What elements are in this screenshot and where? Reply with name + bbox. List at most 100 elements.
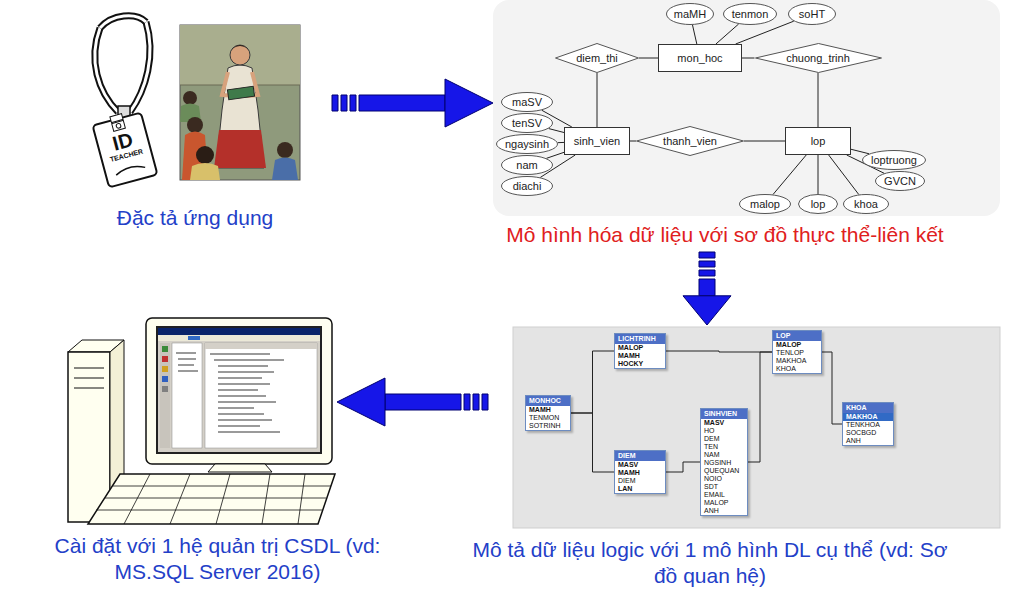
attribute-ellipse: ngaysinh [496, 134, 558, 154]
table-name: KHOA [843, 403, 893, 413]
er-link [829, 155, 859, 195]
er-background [493, 0, 1000, 216]
relation-table: LOPMALOPTENLOPMAKHOAKHOA [772, 330, 822, 374]
id-badge [92, 109, 158, 188]
relation-table: SINHVIENMASVHODEMTENNAMNGSINHQUEQUANNOIO… [700, 408, 748, 516]
relation-table: KHOAMAKHOATENKHOASOCBGDANH [842, 402, 894, 446]
attribute-name: malop [750, 198, 780, 211]
column-name: ANH [701, 507, 747, 515]
er-link [742, 58, 755, 59]
column-name: SDT [701, 483, 747, 491]
lanyard [95, 16, 150, 120]
er-link [773, 155, 806, 194]
stage-panel: Cài đặt với 1 hệ quản trị CSDL (vd: MS.S… [60, 318, 335, 525]
relation-table: LICHTRINHMALOPMAMHHOCKY [614, 333, 666, 369]
column-name: SOCBGD [843, 429, 893, 437]
stage-caption: Mô tả dữ liệu logic với 1 mô hình DL cụ … [470, 537, 950, 590]
attribute-ellipse: khoa [843, 194, 889, 214]
relation-link [666, 462, 700, 472]
er-link [716, 24, 739, 44]
entity-box: mon_hoc [658, 44, 742, 72]
attribute-ellipse: tenSV [501, 113, 553, 133]
entity-name: sinh_vien [574, 135, 620, 148]
column-name: MALOP [773, 341, 821, 349]
stage-panel: Mô hình hóa dữ liệu với sơ đồ thực thể-l… [495, 0, 995, 250]
attribute-ellipse: lop [798, 194, 838, 214]
er-link [692, 25, 696, 44]
column-name: NAM [701, 451, 747, 459]
column-name: MALOP [701, 499, 747, 507]
table-name: DIEM [615, 451, 665, 461]
stage-caption: Cài đặt với 1 hệ quản trị CSDL (vd: MS.S… [35, 533, 400, 586]
column-name: EMAIL [701, 491, 747, 499]
table-name: LOP [773, 331, 821, 341]
attribute-name: diachi [513, 180, 542, 193]
column-name: TENMON [526, 414, 570, 422]
er-link [639, 58, 658, 59]
attribute-ellipse: tenmon [723, 3, 777, 25]
attribute-name: maSV [512, 96, 542, 109]
column-name: DIEM [615, 477, 665, 485]
flow-arrow [332, 79, 493, 127]
column-name: NGSINH [701, 459, 747, 467]
stage-panel: Mô tả dữ liệu logic với 1 mô hình DL cụ … [490, 327, 1000, 528]
column-name: HOCKY [615, 360, 665, 368]
column-name: DEM [701, 435, 747, 443]
relationship-name: chuong_trinh [786, 52, 850, 65]
er-link [851, 149, 869, 154]
attribute-name: khoa [854, 198, 878, 211]
relationship-diamond: chuong_trinh [755, 43, 882, 73]
table-name: LICHTRINH [615, 334, 665, 344]
attribute-ellipse: maSV [501, 92, 553, 112]
computer [68, 318, 335, 524]
attribute-name: ngaysinh [505, 138, 549, 151]
column-name: SOTRINH [526, 422, 570, 430]
column-name: LAN [615, 485, 665, 493]
column-name: MASV [701, 419, 747, 427]
entity-box: lop [785, 127, 851, 155]
attribute-ellipse: GVCN [875, 171, 925, 191]
attribute-name: lop [811, 198, 826, 211]
column-name: ANH [843, 437, 893, 445]
attribute-name: loptruong [871, 154, 917, 167]
relationship-name: thanh_vien [663, 135, 717, 148]
relationship-name: diem_thi [576, 52, 618, 65]
relation-link [748, 352, 772, 462]
attribute-name: maMH [674, 8, 706, 21]
attribute-ellipse: diachi [501, 176, 553, 196]
column-name: MASV [615, 461, 665, 469]
column-name: TEN [701, 443, 747, 451]
relation-table: DIEMMASVMAMHDIEMLAN [614, 450, 666, 494]
er-link [744, 141, 785, 142]
relation-link [571, 413, 614, 472]
column-name: TENLOP [773, 349, 821, 357]
column-name: NOIO [701, 475, 747, 483]
er-link [818, 155, 819, 194]
stage-caption: Đặc tả ứng dụng [60, 205, 330, 231]
column-name: MAMH [526, 406, 570, 414]
relation-table: MONHOCMAMHTENMONSOTRINH [525, 395, 571, 431]
relational-background [513, 327, 1000, 528]
column-name: MAMH [615, 469, 665, 477]
stage-caption: Mô hình hóa dữ liệu với sơ đồ thực thể-l… [485, 222, 965, 248]
column-name: MAKHOA [843, 413, 893, 421]
column-name: KHOA [773, 365, 821, 373]
column-name: MALOP [615, 344, 665, 352]
attribute-ellipse: nam [501, 155, 553, 175]
attribute-ellipse: maMH [666, 3, 714, 25]
flow-arrow [683, 252, 731, 325]
attribute-name: GVCN [884, 175, 916, 188]
column-name: MAKHOA [773, 357, 821, 365]
entity-name: mon_hoc [677, 52, 722, 65]
relation-link [571, 351, 614, 413]
relation-link [822, 352, 842, 424]
entity-box: sinh_vien [564, 127, 630, 155]
column-name: HO [701, 427, 747, 435]
er-link [546, 152, 564, 158]
attribute-ellipse: loptruong [862, 150, 926, 170]
relationship-diamond: diem_thi [555, 43, 639, 73]
stage-panel: Đặc tả ứng dụng [60, 15, 330, 243]
